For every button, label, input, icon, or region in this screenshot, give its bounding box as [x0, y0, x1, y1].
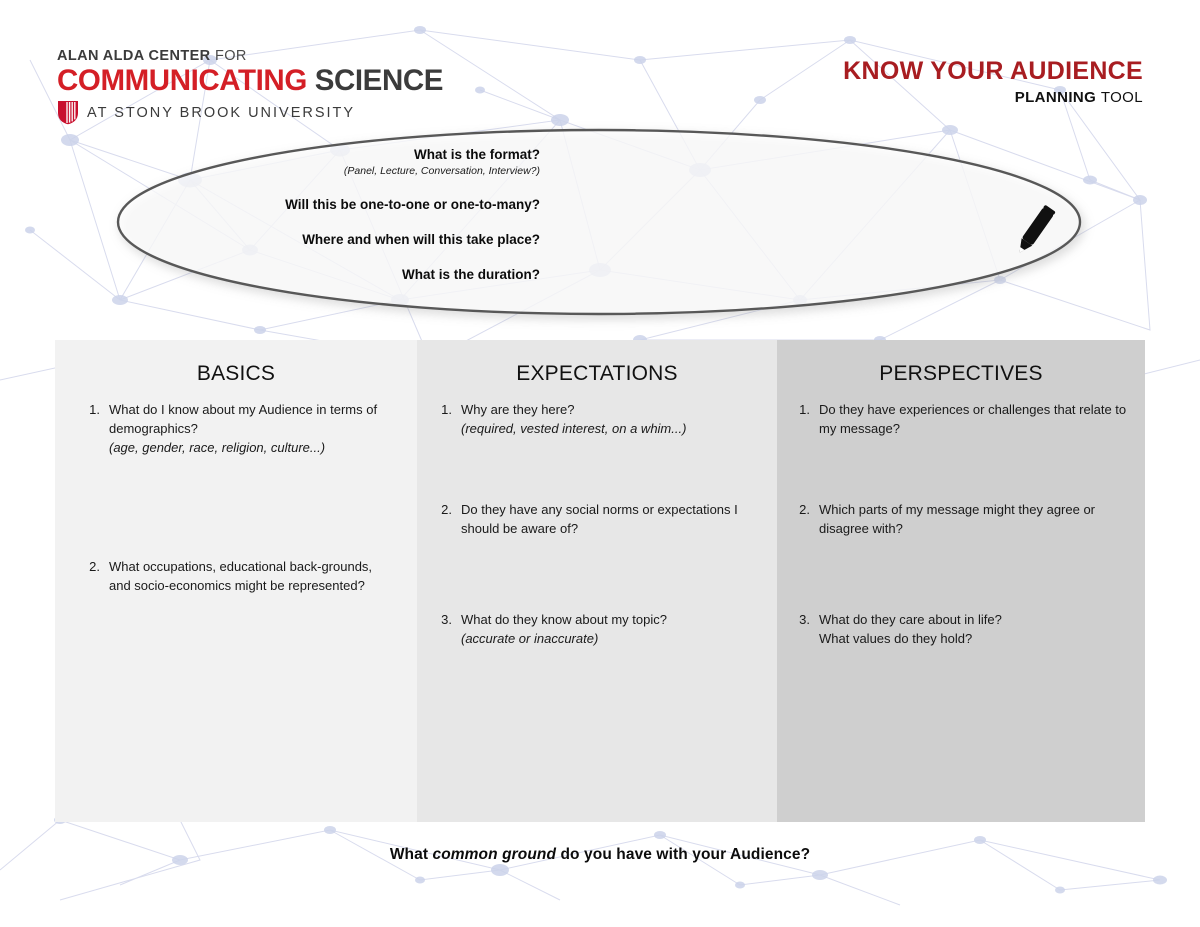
column-expectations-heading: EXPECTATIONS — [516, 362, 678, 385]
list-item-line: What values do they hold? — [819, 631, 973, 646]
list-item-line: Why are they here? — [461, 402, 575, 417]
list-item-line: Do they have experiences or challenges t… — [819, 402, 1127, 436]
list-item-body: Do they have experiences or challenges t… — [819, 400, 1129, 438]
list-item-line-italic: (age, gender, race, religion, culture...… — [109, 440, 326, 455]
oval-question-2: Will this be one-to-one or one-to-many? — [150, 196, 540, 213]
title-block: KNOW YOUR AUDIENCE PLANNING TOOL — [843, 57, 1143, 108]
column-expectations-items: 1. Why are they here? (required, vested … — [417, 400, 777, 648]
list-item[interactable]: 1. Why are they here? (required, vested … — [435, 400, 757, 438]
common-ground-question: What common ground do you have with your… — [0, 846, 1200, 864]
page-subtitle: PLANNING TOOL — [843, 88, 1143, 108]
pencil-icon — [1019, 205, 1056, 253]
list-item-line-italic: (required, vested interest, on a whim...… — [461, 421, 687, 436]
stony-brook-shield-icon — [58, 101, 78, 125]
spacer — [435, 538, 757, 610]
oval-question-4: What is the duration? — [150, 266, 540, 283]
logo-line-three: AT STONY BROOK UNIVERSITY — [57, 100, 443, 125]
page-title: KNOW YOUR AUDIENCE — [843, 57, 1143, 85]
oval-question-3: Where and when will this take place? — [150, 231, 540, 248]
list-item-line-italic: (accurate or inaccurate) — [461, 631, 599, 646]
list-item-body: What do they care about in life? What va… — [819, 610, 1129, 648]
three-column-grid: BASICS 1. What do I know about my Audien… — [55, 340, 1145, 822]
oval-question-list: What is the format? (Panel, Lecture, Con… — [150, 146, 540, 283]
oval-question-3-text: Where and when will this take place? — [302, 232, 540, 247]
list-item-body: What occupations, educational back-groun… — [109, 557, 395, 595]
alda-center-logo: ALAN ALDA CENTER FOR COMMUNICATING SCIEN… — [57, 48, 443, 125]
oval-question-1-subtext: (Panel, Lecture, Conversation, Interview… — [343, 165, 540, 177]
list-item-line: What occupations, educational back-groun… — [109, 559, 373, 593]
logo-communicating: COMMUNICATING — [57, 64, 307, 97]
subtitle-tool: TOOL — [1100, 89, 1143, 106]
list-item-body: What do I know about my Audience in term… — [109, 400, 395, 457]
column-basics-items: 1. What do I know about my Audience in t… — [55, 400, 417, 595]
oval-question-2-text: Will this be one-to-one or one-to-many? — [285, 197, 540, 212]
column-expectations: EXPECTATIONS 1. Why are they here? (requ… — [417, 340, 777, 822]
list-item[interactable]: 2. What occupations, educational back-gr… — [83, 557, 395, 595]
list-item-line: Which parts of my message might they agr… — [819, 502, 1096, 536]
list-item-number: 1. — [89, 402, 100, 417]
list-item-line: What do they know about my topic? — [461, 612, 667, 627]
footer-suffix: do you have with your Audience? — [556, 846, 811, 863]
oval-question-1-text: What is the format? — [413, 147, 540, 162]
list-item-number: 2. — [441, 502, 452, 517]
logo-stony-brook-line: AT STONY BROOK UNIVERSITY — [87, 104, 356, 121]
list-item-number: 1. — [799, 402, 810, 417]
logo-science: SCIENCE — [314, 64, 444, 97]
logo-line-two: COMMUNICATING SCIENCE — [57, 65, 443, 97]
list-item-body: What do they know about my topic? (accur… — [461, 610, 757, 648]
list-item[interactable]: 3. What do they care about in life? What… — [793, 610, 1129, 648]
column-perspectives-heading: PERSPECTIVES — [879, 362, 1043, 385]
list-item-line: Do they have any social norms or expecta… — [461, 502, 738, 536]
spacer — [793, 438, 1129, 500]
subtitle-planning: PLANNING — [1014, 89, 1097, 106]
column-perspectives: PERSPECTIVES 1. Do they have experiences… — [777, 340, 1145, 822]
spacer — [793, 538, 1129, 610]
page-header: ALAN ALDA CENTER FOR COMMUNICATING SCIEN… — [0, 0, 1200, 130]
footer: What common ground do you have with your… — [0, 846, 1200, 864]
list-item[interactable]: 3. What do they know about my topic? (ac… — [435, 610, 757, 648]
list-item-body: Why are they here? (required, vested int… — [461, 400, 757, 438]
footer-prefix: What — [389, 846, 433, 863]
logo-alan-alda-center: ALAN ALDA CENTER — [57, 48, 211, 64]
logo-for: FOR — [214, 48, 247, 64]
column-basics-heading: BASICS — [196, 362, 276, 385]
footer-emphasis: common ground — [432, 846, 557, 863]
list-item[interactable]: 2. Which parts of my message might they … — [793, 500, 1129, 538]
list-item-line: What do they care about in life? — [819, 612, 1002, 627]
list-item[interactable]: 1. What do I know about my Audience in t… — [83, 400, 395, 457]
list-item-number: 3. — [441, 612, 452, 627]
column-perspectives-items: 1. Do they have experiences or challenge… — [777, 400, 1145, 648]
list-item-line: What do I know about my Audience in term… — [109, 402, 378, 436]
list-item-body: Which parts of my message might they agr… — [819, 500, 1129, 538]
list-item-number: 2. — [89, 559, 100, 574]
spacer — [83, 457, 395, 557]
list-item[interactable]: 2. Do they have any social norms or expe… — [435, 500, 757, 538]
logo-line-one: ALAN ALDA CENTER FOR — [57, 48, 443, 64]
oval-question-1: What is the format? (Panel, Lecture, Con… — [150, 146, 540, 178]
list-item-number: 2. — [799, 502, 810, 517]
spacer — [435, 438, 757, 500]
column-basics: BASICS 1. What do I know about my Audien… — [55, 340, 417, 822]
list-item-number: 3. — [799, 612, 810, 627]
list-item-body: Do they have any social norms or expecta… — [461, 500, 757, 538]
list-item-number: 1. — [441, 402, 452, 417]
list-item[interactable]: 1. Do they have experiences or challenge… — [793, 400, 1129, 438]
oval-question-4-text: What is the duration? — [402, 267, 540, 282]
